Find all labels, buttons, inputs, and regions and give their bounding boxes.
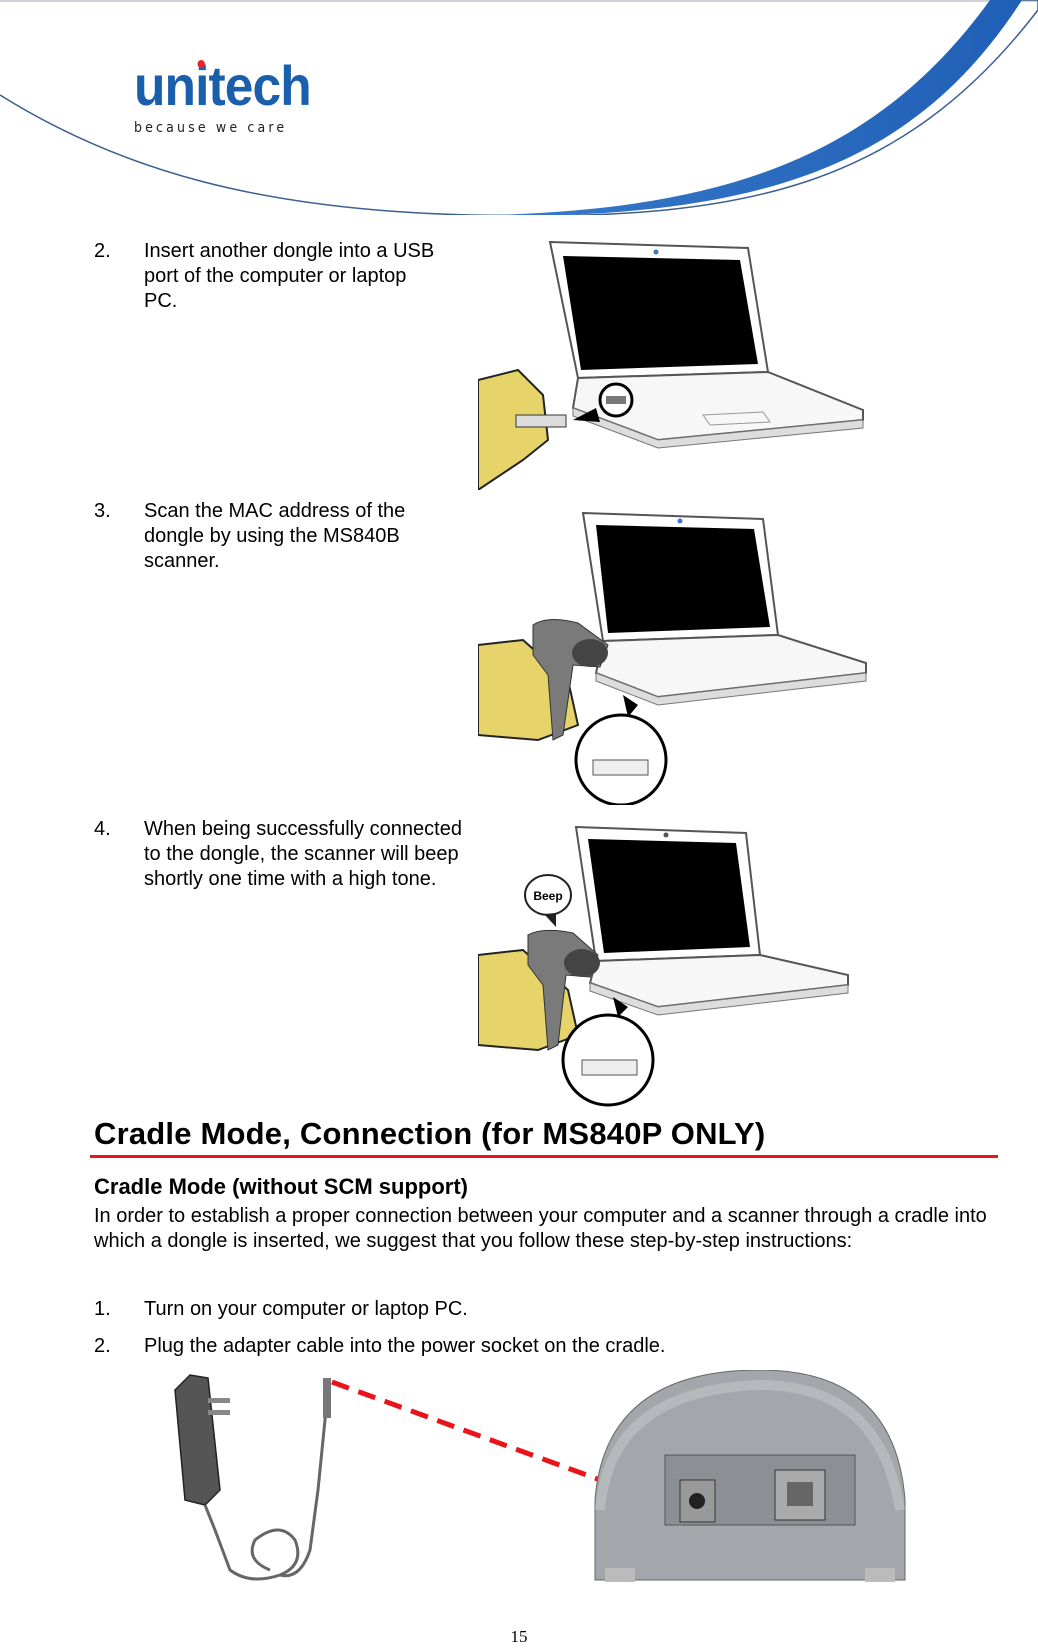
step-number: 3. [94, 500, 111, 522]
section-subtitle: Cradle Mode (without SCM support) [94, 1174, 468, 1199]
step-text: Turn on your computer or laptop PC. [144, 1298, 468, 1320]
step-number: 1. [94, 1298, 111, 1320]
scanner-beep-illustration-icon: Beep [478, 825, 849, 1107]
list-item: 2. Plug the adapter cable into the power… [94, 1335, 665, 1358]
svg-text:Beep: Beep [533, 889, 562, 903]
step-number: 2. [94, 240, 111, 262]
step-number: 2. [94, 1335, 111, 1357]
step-item: 2. Insert another dongle into a USB port… [94, 239, 444, 314]
step-text: Scan the MAC address of the dongle by us… [144, 500, 406, 572]
header-swoosh-icon [0, 0, 1038, 215]
section-divider [90, 1155, 998, 1158]
step-text: When being successfully connected to the… [144, 818, 462, 890]
logo-dot-icon [197, 60, 205, 68]
step-item: 3. Scan the MAC address of the dongle by… [94, 499, 434, 574]
laptop-usb-illustration-icon [478, 240, 864, 490]
list-item: 1. Turn on your computer or laptop PC. [94, 1298, 468, 1321]
step-item: 4. When being successfully connected to … [94, 817, 464, 892]
step-text: Insert another dongle into a USB port of… [144, 240, 435, 312]
section-title: Cradle Mode, Connection (for MS840P ONLY… [94, 1116, 766, 1151]
logo-tagline: because we care [134, 120, 288, 136]
step-number: 4. [94, 818, 111, 840]
scanner-scan-dongle-illustration-icon [478, 511, 867, 805]
step-text: Plug the adapter cable into the power so… [144, 1335, 666, 1357]
intro-paragraph: In order to establish a proper connectio… [94, 1205, 987, 1252]
page-header: unitech because we care [0, 0, 1038, 215]
unitech-logo: unitech because we care [134, 54, 312, 137]
page-number: 15 [510, 1627, 528, 1646]
adapter-cradle-illustration-icon [174, 1370, 906, 1582]
